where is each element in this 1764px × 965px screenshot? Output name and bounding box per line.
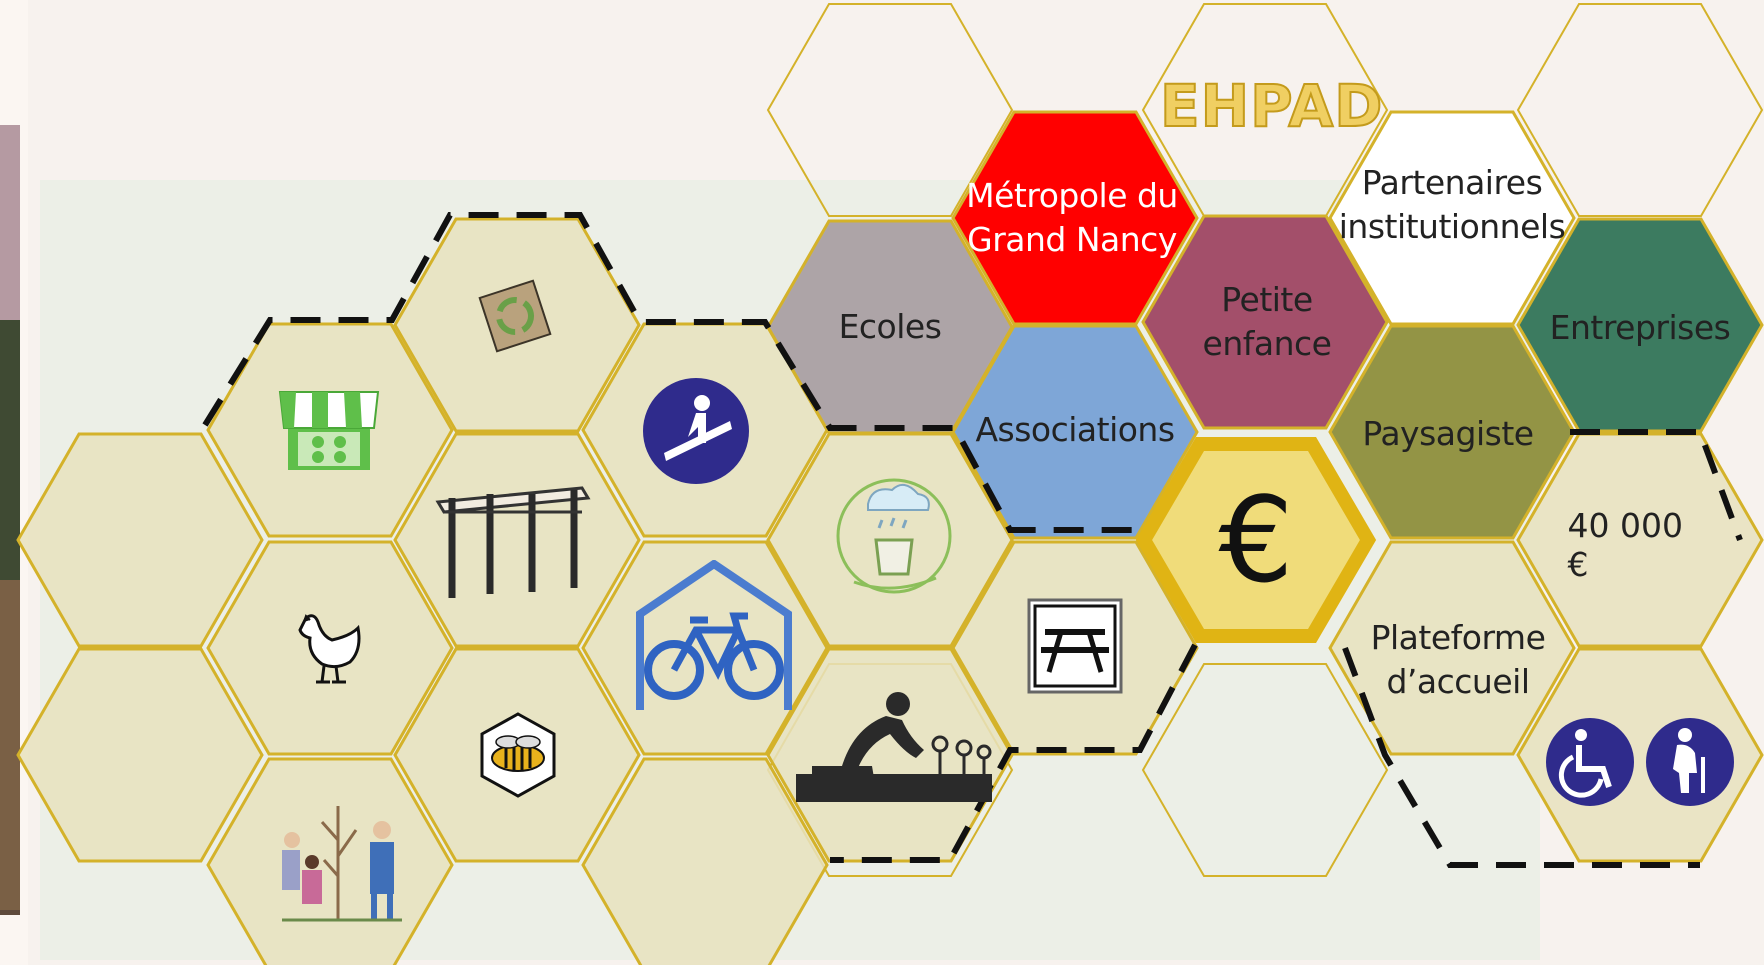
honeycomb-cell [16,432,264,648]
label-petite-enfance: Petite enfance [1202,280,1332,363]
label-entreprises: Entreprises [1549,308,1731,347]
people-planting-icon [282,806,402,922]
elderly-person-icon [1646,718,1734,806]
honeycomb-cell [16,647,264,863]
funding-amount: 40 000 € [1567,506,1683,584]
honeycomb-cell [581,757,829,965]
label-ecoles: Ecoles [838,307,942,346]
label-metropole: Métropole du Grand Nancy [966,176,1178,259]
picnic-table-icon [1027,598,1123,694]
wasp-icon [480,712,556,798]
label-associations: Associations [975,410,1175,449]
wheelchair-icon [1546,718,1634,806]
dashed-boundary-bottom [830,643,1198,863]
label-partenaires: Partenaires institutionnels [1338,163,1566,246]
lattice-hex [1141,663,1389,877]
recycle-icon [478,279,552,353]
cell-petite-enfance [1141,214,1389,430]
diagram-title: EHPAD [1159,71,1384,141]
cell-funding [1135,437,1377,643]
gardening-icon [796,692,992,802]
label-paysagiste: Paysagiste [1362,414,1534,453]
cell-associations [951,324,1199,540]
lattice-hex [766,3,1014,217]
handrail-icon [643,378,749,484]
bike-shelter-icon [636,560,792,710]
chicken-icon [298,614,361,684]
honeycomb-cell [1328,540,1576,756]
dashed-boundary-right [1342,429,1743,868]
pergola-icon [435,486,591,598]
label-plateforme: Plateforme d’accueil [1370,618,1546,701]
lattice-hex [1516,3,1764,217]
dashed-boundary-top [202,212,1140,533]
rain-collector-icon [836,478,952,594]
honeycomb-cell [766,647,1014,863]
cell-partenaires [1328,110,1576,326]
honeycomb-cell [1516,647,1764,863]
euro-symbol: € [1218,471,1294,609]
cell-metropole [951,110,1199,326]
shop-icon [278,391,380,470]
